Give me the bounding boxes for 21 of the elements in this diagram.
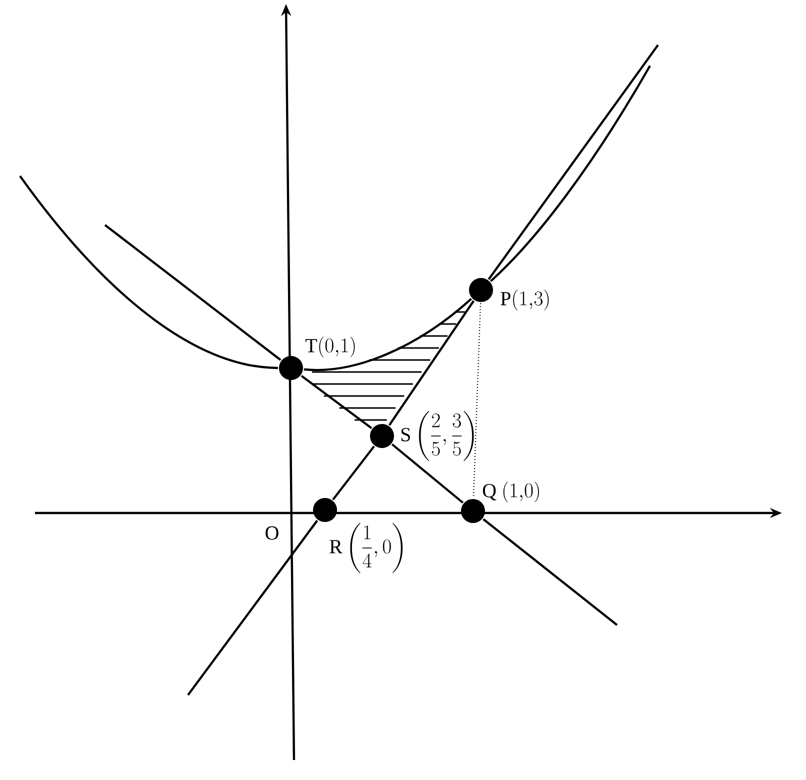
line xyxy=(187,520,318,696)
line xyxy=(104,224,282,361)
line xyxy=(482,518,618,626)
parabola xyxy=(304,298,472,372)
dotted-line xyxy=(472,302,482,498)
parabola xyxy=(19,175,278,370)
point xyxy=(370,424,394,448)
line xyxy=(391,443,464,504)
line xyxy=(300,374,372,430)
point xyxy=(313,498,337,522)
point xyxy=(469,278,493,302)
point-label: $\mathrm{Q}\ (1{,}0)$ xyxy=(482,482,539,502)
point xyxy=(461,499,485,523)
origin-label: O xyxy=(266,526,278,540)
line xyxy=(388,300,475,426)
point-label: $\mathrm{R}\left(\dfrac{1}{4},0\right)$ xyxy=(330,523,403,573)
point-label: $\mathrm{P}(1{,}3)$ xyxy=(500,290,549,310)
line xyxy=(332,446,375,500)
point-label: $\mathrm{S}\left(\dfrac{2}{5},\dfrac{3}{5}\right)$ xyxy=(401,411,474,461)
point xyxy=(279,356,303,380)
point-label: $\mathrm{T}(0{,}1)$ xyxy=(305,336,355,358)
